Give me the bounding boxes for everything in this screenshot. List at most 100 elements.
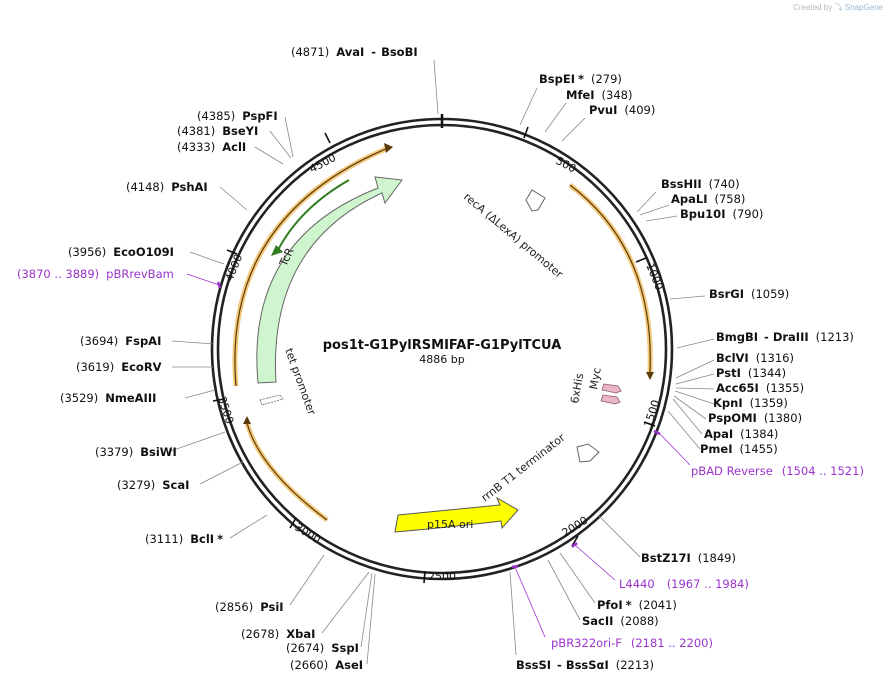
site-label-apali: ApaLI(758)	[671, 192, 745, 206]
connector	[676, 338, 715, 349]
tick-label: 1000	[643, 261, 666, 292]
tcr-feature	[256, 176, 403, 384]
orf-arc-left-head	[384, 143, 393, 153]
tet-promoter-label: tet promoter	[282, 347, 318, 418]
reca-promoter-arrow	[525, 189, 546, 212]
connector	[675, 359, 715, 379]
connector	[559, 552, 596, 604]
site-label-bmgbi: BmgBI-DraIII(1213)	[716, 330, 854, 344]
site-label-psti: PstI(1344)	[716, 366, 786, 380]
connector	[547, 559, 581, 621]
tick-label: 500	[554, 154, 579, 175]
primer-mark	[571, 542, 578, 548]
site-label-pvui: PvuI(409)	[589, 103, 655, 117]
tick-label: 3500	[215, 395, 236, 426]
primer-connector	[186, 273, 220, 286]
connector	[184, 389, 216, 399]
connector	[667, 410, 701, 450]
tcr-orf-arrow	[277, 179, 350, 251]
site-label-kpni: KpnI(1359)	[713, 396, 788, 410]
connector	[597, 514, 641, 558]
tick-mark	[643, 421, 656, 427]
rrnb-terminator-label: rrnB T1 terminator	[479, 431, 568, 505]
tick-mark	[226, 249, 238, 255]
connector	[645, 215, 678, 222]
orf-arc-right-head	[646, 372, 654, 380]
site-label-acc65i: Acc65I(1355)	[716, 381, 804, 395]
p15a-ori-label: p15A ori	[427, 518, 473, 531]
site-label-acli: (4333)AclI	[177, 140, 246, 154]
primer-labels: pBAD Reverse(1504 .. 1521) L4440(1967 ..…	[17, 267, 864, 650]
tet-promoter-arrow	[259, 394, 284, 406]
site-label-avai: (4871)AvaI-BsoBI	[291, 45, 418, 59]
primer-label-l4440: L4440(1967 .. 1984)	[619, 577, 749, 591]
connector	[254, 146, 284, 165]
connector	[229, 514, 268, 539]
tick-mark	[212, 398, 225, 402]
myc-label: Myc	[587, 367, 604, 391]
connector	[167, 431, 226, 453]
connector	[674, 390, 715, 405]
site-label-sacii: SacII(2088)	[582, 614, 659, 628]
backbone	[210, 114, 674, 581]
connector	[321, 571, 370, 634]
primer-mark	[653, 429, 661, 436]
his-tag	[600, 394, 621, 405]
site-label-sspi: (2674)SspI	[286, 641, 359, 655]
site-label-bspei: BspEI*(279)	[539, 72, 622, 86]
site-label-bsssi: BssSI-BssSαI(2213)	[516, 658, 654, 672]
primer-connector	[574, 544, 616, 581]
snapgene-credit: Created by ⤵ SnapGene	[793, 2, 883, 13]
plasmid-length: 4886 bp	[419, 353, 464, 366]
connector	[171, 340, 215, 345]
connector	[675, 373, 715, 385]
his-label: 6xHis	[568, 372, 586, 405]
site-label-bsshii: BssHII(740)	[661, 177, 740, 191]
connector	[269, 130, 292, 159]
myc-tag	[601, 383, 622, 394]
tick-mark	[635, 257, 647, 263]
connector	[675, 387, 715, 390]
connector	[672, 398, 703, 435]
connector	[561, 117, 586, 142]
orf-arc-bottom-head	[243, 416, 251, 424]
plasmid-name: pos1t-G1PylRSMIFAF-G1PylTCUA	[323, 338, 562, 353]
connector	[284, 116, 294, 158]
tick-label: 3000	[292, 521, 323, 547]
site-label-bstz17i: BstZ17I(1849)	[641, 551, 736, 565]
site-label-apai: ApaI(1384)	[704, 427, 778, 441]
site-labels: (4871)AvaI-BsoBI BspEI*(279) MfeI(348) P…	[60, 45, 854, 672]
tick-label: 4500	[307, 151, 338, 176]
site-label-pspomi: PspOMI(1380)	[708, 411, 802, 425]
connector	[509, 571, 517, 656]
orf-arc-left-core	[234, 147, 389, 387]
primer-label-pbr322ori: pBR322ori-F(2181 .. 2200)	[551, 636, 713, 650]
site-label-bclvi: BclVI(1316)	[716, 351, 794, 365]
site-label-bsiwi: (3379)BsiWI	[95, 445, 177, 459]
connector	[219, 186, 248, 211]
site-label-pmei: PmeI(1455)	[700, 442, 778, 456]
connector	[199, 461, 244, 485]
site-label-bcli: (3111)BclI*	[145, 532, 223, 546]
tick-mark	[289, 517, 297, 529]
site-label-pfoi: PfoI*(2041)	[597, 598, 677, 612]
connector	[544, 102, 567, 133]
connector	[669, 295, 706, 300]
snapgene-logo-icon: ⤵	[834, 3, 843, 12]
primer-connector	[514, 566, 546, 638]
site-label-asei: (2660)AseI	[290, 658, 363, 672]
connector	[433, 59, 439, 115]
site-label-nmeaiii: (3529)NmeAIII	[60, 391, 156, 405]
site-label-ecoo109i: (3956)EcoO109I	[68, 245, 174, 259]
connector	[639, 204, 670, 216]
connector	[366, 573, 376, 665]
tick-mark	[571, 535, 579, 547]
reca-promoter-label: recA (ΔLexA) promoter	[461, 190, 566, 281]
tick-label: 4000	[223, 252, 246, 283]
primer-label-pbad-reverse: pBAD Reverse(1504 .. 1521)	[691, 464, 864, 478]
connector	[360, 572, 373, 648]
rrnb-terminator-arrow	[576, 443, 600, 463]
site-label-scai: (3279)ScaI	[117, 478, 189, 492]
tick-mark	[523, 126, 529, 139]
